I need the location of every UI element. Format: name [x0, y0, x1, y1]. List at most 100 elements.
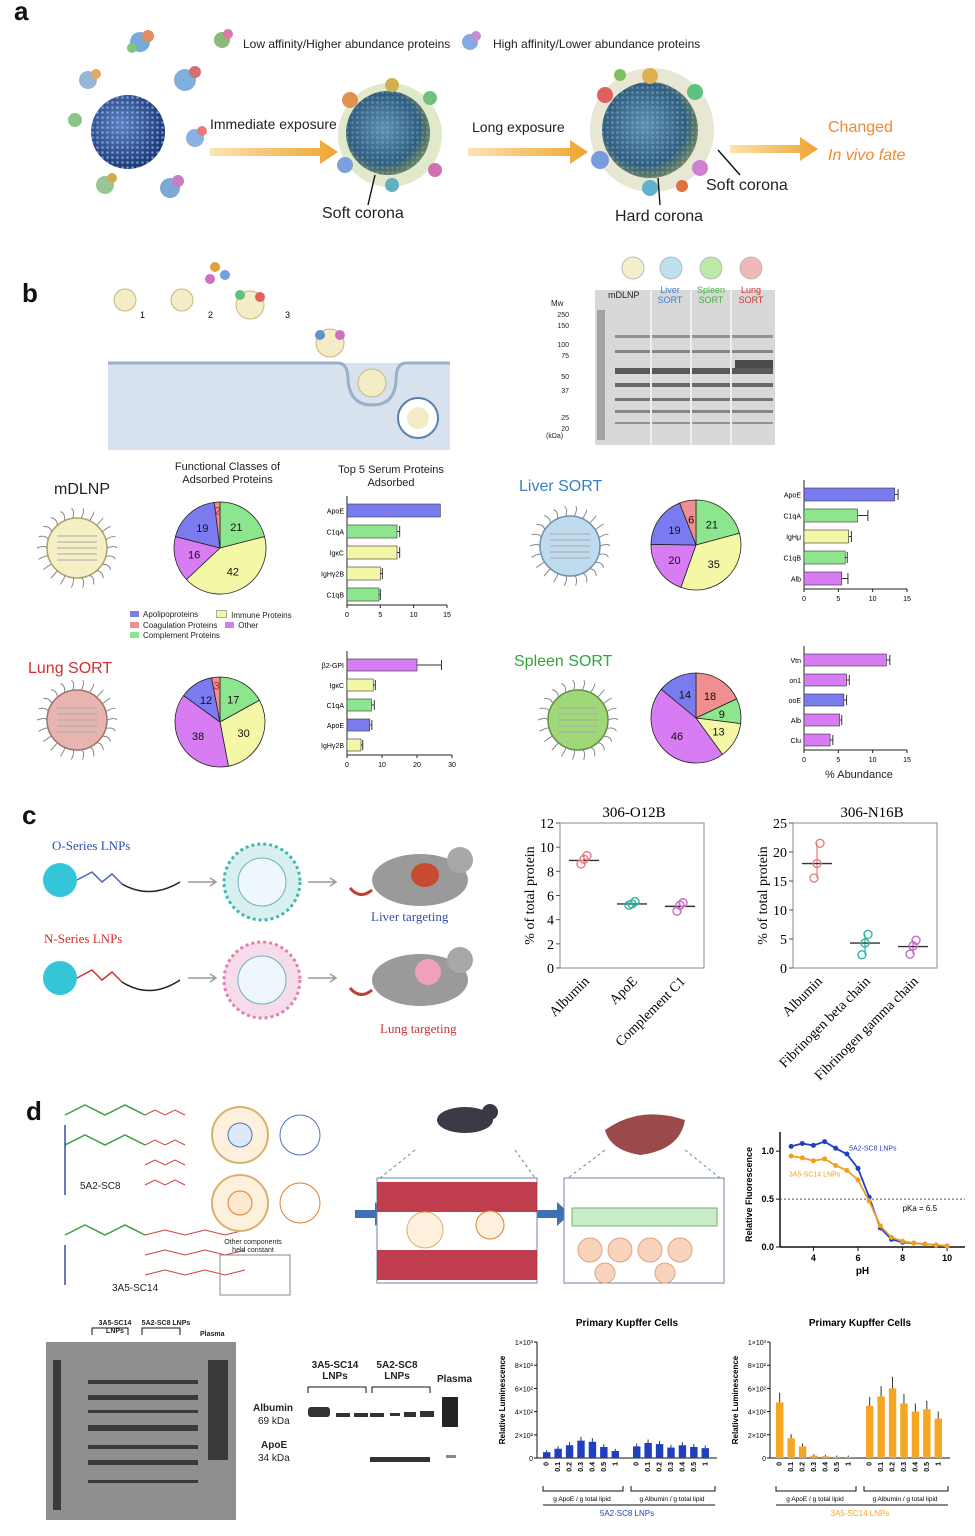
bar-category-label: IgκC [330, 551, 344, 558]
y-tick-label: 25 [773, 817, 787, 832]
pie-slice [211, 676, 221, 723]
data-point [799, 1141, 805, 1146]
bar [600, 1446, 608, 1458]
legend-item-other: Other [225, 621, 258, 631]
x-tick-label: 1 [702, 1462, 709, 1466]
pie-legend: Apolipoproteins Immune Proteins Coagulat… [130, 610, 340, 641]
group-bracket [630, 1486, 716, 1492]
peg-chain [572, 679, 576, 691]
data-point [857, 949, 867, 960]
peg-chain [595, 561, 605, 568]
gel-marker: 100 [557, 342, 569, 349]
pie-label: 12 [200, 695, 212, 707]
y-tick-label: 0.5 [761, 1194, 774, 1204]
x-tick-label: 15 [443, 612, 451, 619]
bar [803, 508, 858, 523]
bar-category-label: Clu [790, 738, 801, 745]
pointer-line [367, 174, 376, 206]
peg-chain [50, 742, 58, 751]
peg-chain [606, 727, 617, 732]
pie-slice [650, 543, 697, 588]
pie-label: 30 [237, 728, 249, 740]
bar [877, 1396, 885, 1458]
pie-slice [660, 672, 697, 719]
peg-chain [43, 697, 53, 704]
x-tick-label: 0.5 [691, 1462, 698, 1472]
bar-category-label: Vtn [790, 658, 801, 665]
bar [588, 1441, 597, 1458]
bar [678, 1445, 687, 1458]
peg-chain [36, 546, 48, 549]
peg-chain [80, 508, 85, 519]
peg-chain [582, 509, 588, 519]
pie-slice [219, 501, 266, 549]
x-category-label: Albumin [780, 974, 826, 1020]
pie-label: 17 [227, 695, 239, 707]
pie-label: 3 [213, 680, 219, 692]
group-bracket [863, 1486, 949, 1492]
bar [866, 1405, 874, 1458]
lnp-label: 5A2-SC8 LNPs [600, 1509, 654, 1518]
bar [701, 1448, 709, 1458]
panel-d-schematic [355, 1104, 725, 1284]
arrow-icon [210, 140, 338, 164]
legend-high-affinity: High affinity/Lower abundance proteins [493, 37, 701, 51]
x-tick-label: 0.3 [578, 1462, 585, 1472]
kupffer-charts: Primary Kupffer Cells02×10²4×10²6×10²8×1… [498, 1318, 950, 1518]
peg-chain [564, 505, 568, 517]
bar [803, 733, 831, 747]
bar [934, 1418, 942, 1458]
other-components-label: Other components held constant [224, 1239, 282, 1254]
pie-label: 19 [668, 525, 680, 537]
y-tick-label: 0 [529, 1456, 533, 1463]
spleen-sort-title: Spleen SORT [514, 653, 613, 670]
data-point [799, 1155, 805, 1161]
data-point [809, 873, 819, 883]
pie-label: 21 [230, 522, 242, 534]
peg-chain [594, 523, 604, 531]
peg-chain [106, 546, 118, 549]
panel-letter-b: b [22, 278, 38, 308]
peg-chain [598, 533, 609, 538]
peg-chain [597, 689, 605, 698]
panel-letter-a: a [14, 0, 29, 26]
protein-icon [68, 29, 481, 198]
peg-chain [96, 570, 104, 579]
wb-header-5a2: 5A2-SC8 LNPs [376, 1360, 418, 1382]
lung-targeting-label: Lung targeting [380, 1021, 457, 1036]
pie-label: 20 [668, 555, 680, 567]
data-point [630, 896, 640, 907]
peg-chain [96, 689, 104, 698]
x-tick-label: 5 [378, 612, 382, 619]
x-tick-label: 8 [900, 1253, 905, 1263]
gel-kda-label: (kDa) [546, 433, 564, 440]
bar [844, 1456, 852, 1458]
peg-chain [571, 749, 576, 760]
chart-title: Primary Kupffer Cells [576, 1318, 679, 1329]
chart-title: 306-O12B [602, 805, 665, 821]
x-category-label: Albumin [547, 974, 593, 1020]
bar-category-label: on1 [789, 678, 801, 685]
data-point [833, 1163, 839, 1169]
pka-annotation: pKa = 6.5 [903, 1204, 938, 1213]
x-tick-label: 0.1 [555, 1462, 562, 1472]
peg-chain [544, 697, 554, 704]
bar-category-label: IgκC [330, 683, 344, 690]
pie-slice [174, 694, 229, 768]
y-tick-label: 5 [780, 933, 787, 948]
peg-chain [101, 697, 111, 705]
bar [803, 693, 845, 707]
peg-chain [36, 718, 48, 721]
x-category-label: ApoE [607, 974, 641, 1008]
peg-chain [101, 525, 111, 533]
liver-targeting-label: Liver targeting [371, 909, 449, 924]
plot-frame [792, 822, 938, 969]
x-tick-label: 0.3 [668, 1462, 675, 1472]
peg-chain [89, 574, 95, 585]
data-point [627, 899, 637, 909]
peg-chain [590, 683, 596, 693]
pie-slice [174, 501, 221, 549]
